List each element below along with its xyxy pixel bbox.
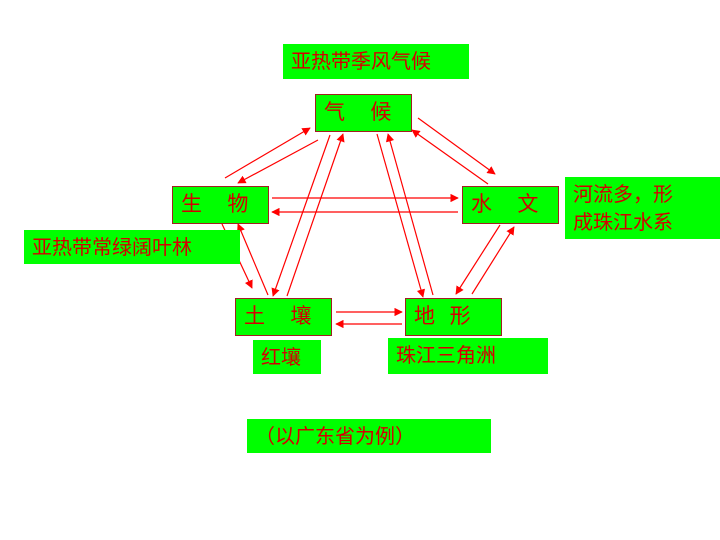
annotation-hydrology: 河流多，形 成珠江水系 xyxy=(565,177,720,239)
node-landform: 地 形 xyxy=(405,298,502,336)
node-hydrology: 水 文 xyxy=(462,186,559,224)
arrow-climate-to-landform xyxy=(376,133,425,298)
annotation-biology: 亚热带常绿阔叶林 xyxy=(24,230,240,264)
arrow-climate-to-biology xyxy=(237,139,319,184)
arrow-climate-to-hydrology xyxy=(417,117,496,175)
footer-note: （以广东省为例） xyxy=(247,419,491,453)
annotation-hydrology-line1: 河流多，形 xyxy=(573,182,673,206)
arrow-biology-to-climate xyxy=(224,127,311,179)
node-soil: 土 壤 xyxy=(235,298,332,336)
arrow-climate-to-soil xyxy=(271,134,331,297)
diagram-title: 亚热带季风气候 xyxy=(283,44,469,79)
annotation-landform: 珠江三角洲 xyxy=(388,338,548,374)
node-hydrology-label: 水 文 xyxy=(471,192,543,216)
arrow-landform-to-hydrology xyxy=(471,226,515,295)
annotation-landform-text: 珠江三角洲 xyxy=(396,343,496,367)
annotation-soil: 红壤 xyxy=(253,340,321,374)
annotation-biology-text: 亚热带常绿阔叶林 xyxy=(32,235,192,259)
node-soil-label: 土 壤 xyxy=(244,304,316,328)
arrow-soil-to-climate xyxy=(286,133,345,297)
node-biology-label: 生 物 xyxy=(181,192,253,216)
diagram-title-text: 亚热带季风气候 xyxy=(291,49,431,73)
arrow-hydrology-to-landform xyxy=(455,224,501,295)
arrow-landform-to-climate xyxy=(385,133,434,296)
node-climate-label: 气 候 xyxy=(324,100,396,124)
footer-note-text: （以广东省为例） xyxy=(255,424,415,448)
node-climate: 气 候 xyxy=(315,94,412,132)
node-landform-label: 地 形 xyxy=(414,304,475,328)
arrow-soil-to-biology xyxy=(237,223,269,296)
node-biology: 生 物 xyxy=(172,186,269,224)
annotation-soil-text: 红壤 xyxy=(261,345,301,369)
arrow-hydrology-to-climate xyxy=(411,129,489,185)
annotation-hydrology-line2: 成珠江水系 xyxy=(573,210,673,234)
